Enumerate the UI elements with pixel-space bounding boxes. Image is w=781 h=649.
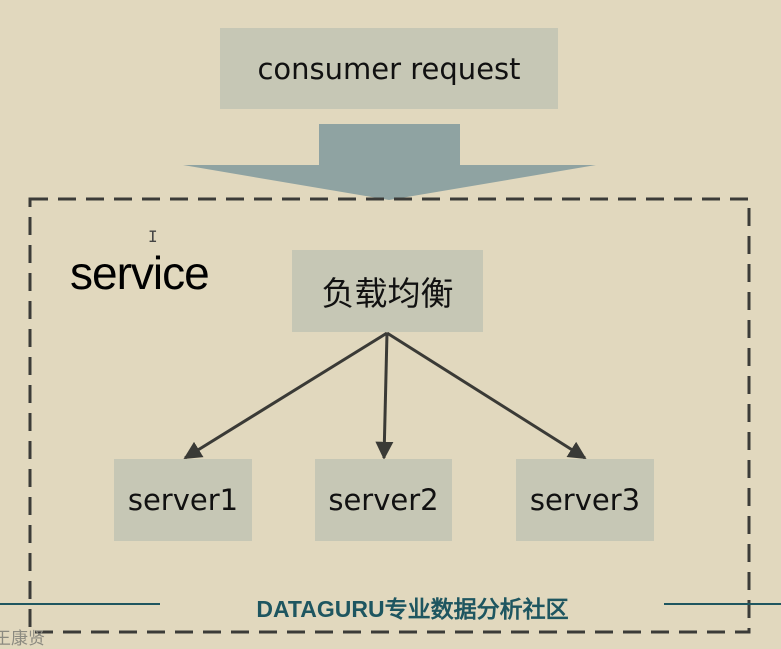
load-balancer-label: 负载均衡: [321, 274, 454, 313]
text-cursor-icon: I: [148, 227, 158, 246]
connector-server1: [183, 331, 388, 460]
server1-box: server1: [114, 459, 252, 541]
footer-brand-text: DATAGURU专业数据分析社区: [256, 596, 569, 622]
service-label: service: [70, 247, 210, 299]
consumer-request-box: consumer request: [220, 28, 558, 109]
load-balancer-box: 负载均衡: [292, 250, 483, 332]
server2-box: server2: [315, 459, 452, 541]
service-boundary: [28, 197, 751, 634]
author-text: 王康贤: [0, 629, 45, 649]
consumer-request-label: consumer request: [257, 51, 521, 86]
server3-label: server3: [529, 483, 641, 517]
server1-label: server1: [127, 483, 239, 517]
request-flow-arrow: [183, 124, 596, 200]
connector-server3: [386, 331, 587, 460]
connector-server2: [375, 332, 394, 460]
server2-label: server2: [328, 483, 439, 517]
server3-box: server3: [516, 459, 654, 541]
